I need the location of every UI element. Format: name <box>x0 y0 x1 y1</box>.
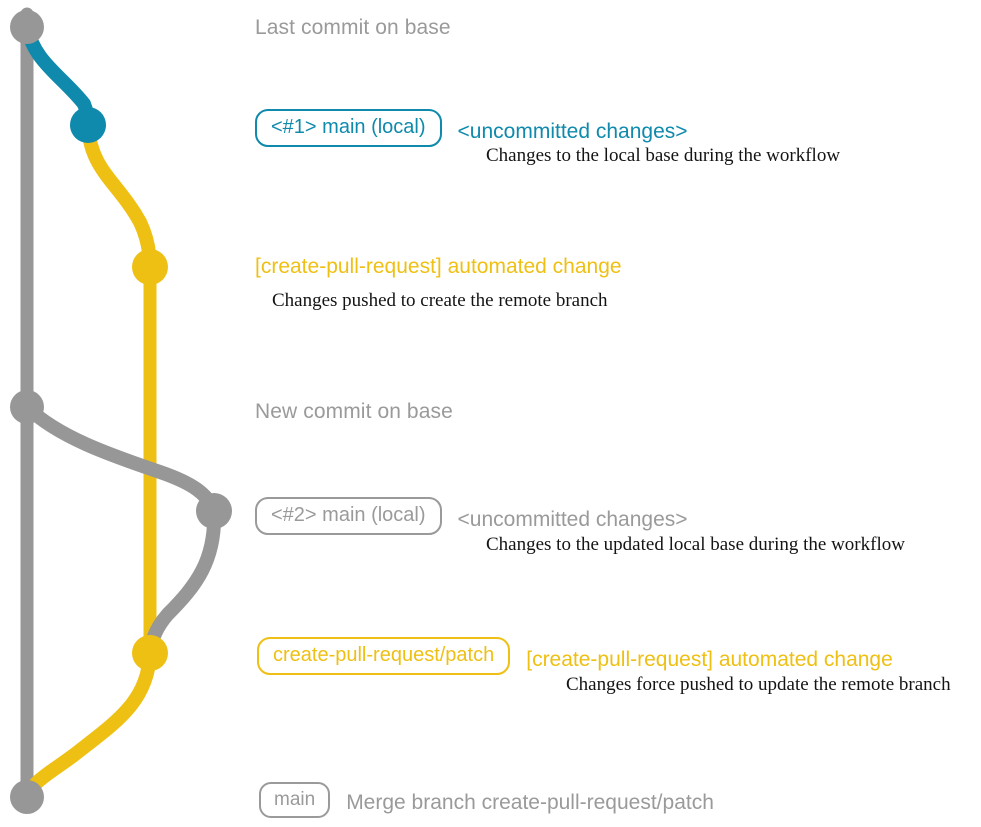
branch-line-rebase <box>20 400 221 518</box>
commit-subject-automated-change-2: [create-pull-request] automated change <box>526 647 893 671</box>
commit-note-new-commit-on-base: New commit on base <box>255 400 453 423</box>
commit-node-merge-commit[interactable] <box>10 780 44 814</box>
commit-description-automated-change-1: Changes pushed to create the remote bran… <box>272 290 608 311</box>
commit-node-last-commit-on-base[interactable] <box>10 10 44 44</box>
commit-node-automated-change-2[interactable] <box>132 635 168 671</box>
commit-subject-local-uncommitted-1: <uncommitted changes> <box>457 119 688 143</box>
commit-description-local-uncommitted-1: Changes to the local base during the wor… <box>486 145 841 166</box>
commit-description-automated-change-2: Changes force pushed to update the remot… <box>566 674 951 695</box>
entry-local-uncommitted-1: <#1> main (local) <uncommitted changes> <box>255 109 688 147</box>
entry-automated-change-1: [create-pull-request] automated change <box>255 255 622 279</box>
branch-badge-main-local-1[interactable]: <#1> main (local) <box>255 109 442 147</box>
entry-merge-commit: main Merge branch create-pull-request/pa… <box>259 782 714 818</box>
entry-last-commit-on-base: Last commit on base <box>255 15 451 40</box>
commit-node-local-uncommitted-1[interactable] <box>70 107 106 143</box>
branch-badge-create-pull-request-patch[interactable]: create-pull-request/patch <box>257 637 511 675</box>
commit-note-last-commit-on-base: Last commit on base <box>255 16 451 39</box>
commit-subject-local-uncommitted-2: <uncommitted changes> <box>457 507 688 531</box>
commit-headline-automated-change-1: [create-pull-request] automated change <box>255 255 622 278</box>
branch-line-merge <box>20 646 157 804</box>
entry-new-commit-on-base: New commit on base <box>255 399 453 424</box>
branch-badge-main[interactable]: main <box>259 782 331 818</box>
entry-automated-change-2: create-pull-request/patch [create-pull-r… <box>257 637 893 675</box>
commit-node-local-uncommitted-2[interactable] <box>196 493 232 529</box>
commit-node-automated-change-1[interactable] <box>132 249 168 285</box>
branch-badge-main-local-2[interactable]: <#2> main (local) <box>255 497 442 535</box>
commit-subject-merge-commit: Merge branch create-pull-request/patch <box>346 791 714 814</box>
entry-local-uncommitted-2: <#2> main (local) <uncommitted changes> <box>255 497 688 535</box>
commit-node-new-commit-on-base[interactable] <box>10 390 44 424</box>
commit-description-local-uncommitted-2: Changes to the updated local base during… <box>486 534 905 555</box>
